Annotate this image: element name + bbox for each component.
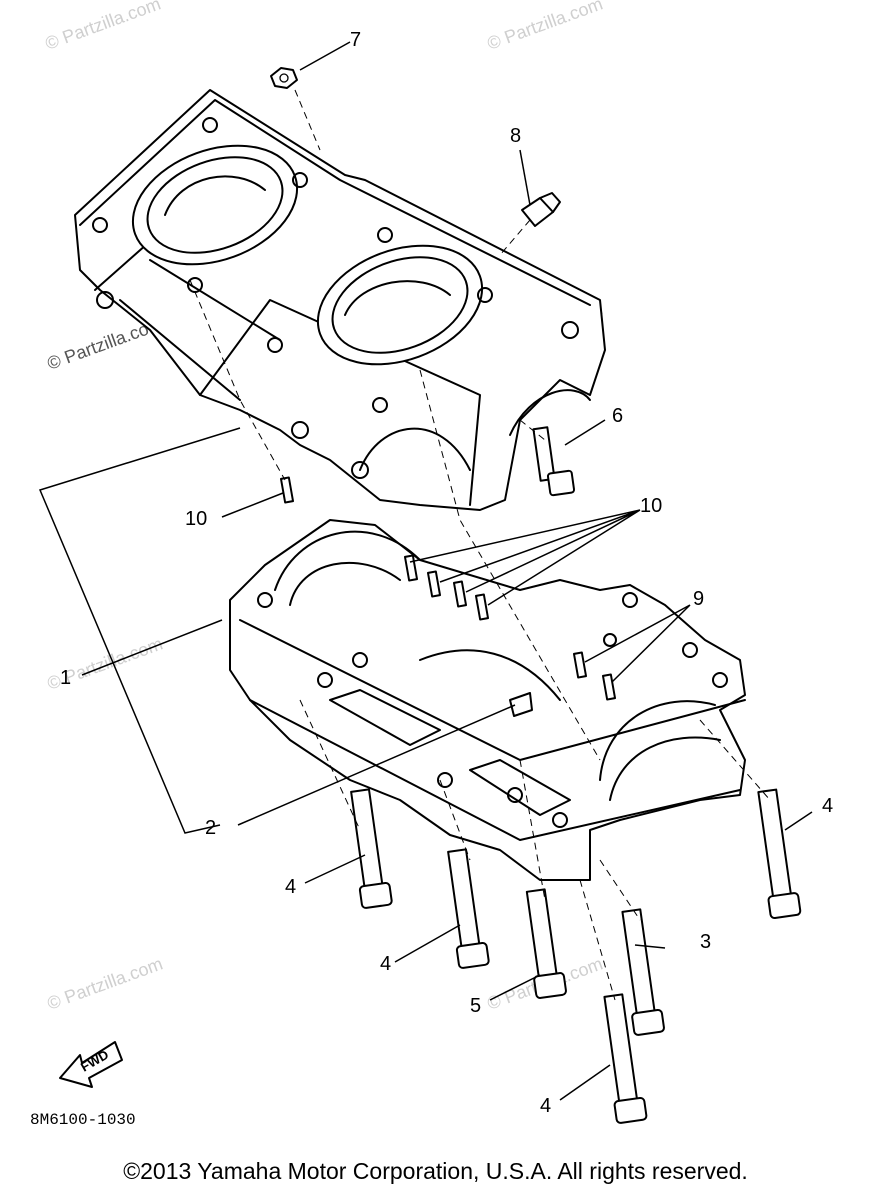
plug-part-8 xyxy=(521,197,554,227)
bolt-part-6 xyxy=(532,426,576,497)
callout-10: 10 xyxy=(185,508,207,530)
callout-9: 9 xyxy=(693,588,704,610)
fwd-arrow: FWD xyxy=(59,1041,123,1088)
leader-lines xyxy=(38,41,813,1101)
callout-4: 4 xyxy=(285,876,296,898)
callout-1: 1 xyxy=(60,667,71,689)
callout-2: 2 xyxy=(205,817,216,839)
upper-crankcase xyxy=(74,89,606,511)
bolts-lower xyxy=(350,788,802,1124)
callout-4: 4 xyxy=(822,795,833,817)
lower-crankcase xyxy=(229,519,746,881)
watermark: © Partzilla.com xyxy=(45,953,166,1013)
nut-part-7 xyxy=(270,67,298,89)
diagram-code: 8M6100-1030 xyxy=(30,1111,136,1129)
assembly-lines xyxy=(189,89,771,1001)
callout-8: 8 xyxy=(510,125,521,147)
watermark: © Partzilla.com xyxy=(485,0,606,54)
callout-labels: 7 8 6 10 10 9 1 2 4 4 4 5 3 4 xyxy=(60,29,833,1117)
callout-5: 5 xyxy=(470,995,481,1017)
copyright-notice: ©2013 Yamaha Motor Corporation, U.S.A. A… xyxy=(123,1158,748,1184)
parts xyxy=(270,67,802,1124)
callout-6: 6 xyxy=(612,405,623,427)
callout-4: 4 xyxy=(540,1095,551,1117)
callout-4: 4 xyxy=(380,953,391,975)
callout-7: 7 xyxy=(350,29,361,51)
fitting-part-2 xyxy=(509,692,533,717)
watermark: © Partzilla.com xyxy=(43,0,164,54)
callout-10: 10 xyxy=(640,495,662,517)
callout-3: 3 xyxy=(700,931,711,953)
dowel-pins xyxy=(279,476,617,701)
